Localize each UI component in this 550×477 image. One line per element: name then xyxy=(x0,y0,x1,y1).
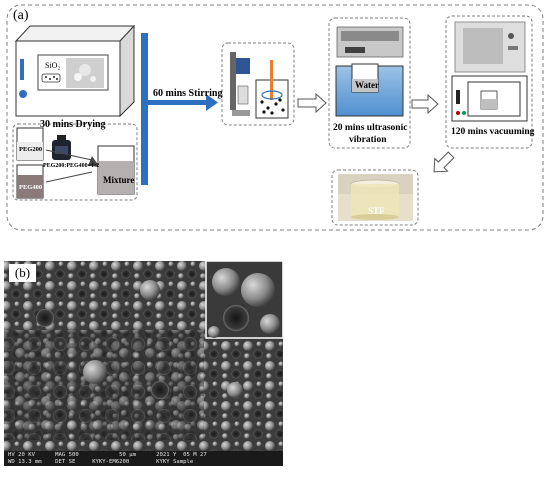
stf-photo-icon xyxy=(338,174,413,221)
stirred-beaker-icon xyxy=(255,60,289,119)
mixture-beaker-icon xyxy=(97,145,135,195)
peg-ratio-label: PEG200:PEG400=1:2 xyxy=(43,163,100,169)
vacuum-box xyxy=(445,15,533,149)
ultrasonic-box xyxy=(328,17,411,149)
stf-label: STF xyxy=(368,206,385,216)
panel-b-label: (b) xyxy=(9,264,36,282)
sio2-label: SiO₂ xyxy=(45,61,61,70)
arrow-to-vacuum-icon xyxy=(411,93,439,115)
sem-inset-image xyxy=(205,260,284,339)
stirrer-device-icon xyxy=(230,52,250,116)
peg200-beaker-icon xyxy=(16,127,44,161)
arrow-to-ultrasonic-icon xyxy=(297,92,327,114)
ultrasonic-cleaner-icon xyxy=(336,26,404,58)
arrow-to-stf-icon xyxy=(433,151,455,173)
sio2-particles-icon xyxy=(41,58,104,88)
ultrasonic-label-line2: vibration xyxy=(349,135,387,145)
vacuum-oven-diagram-icon xyxy=(451,75,528,122)
sem-info-line1: HV 20 KV MAG 500 50 μm 2021 Y 05 M 27 xyxy=(8,452,207,458)
water-bath-icon xyxy=(335,63,404,117)
sem-info-bar xyxy=(4,451,283,466)
peg-mixing-box xyxy=(12,123,138,201)
vacuum-oven-photo-icon xyxy=(454,21,526,73)
stirring-arrow-icon xyxy=(141,33,218,185)
sem-info-line2: WD 13.3 mm DET SE KYKY-EM6200 KYKY Sampl… xyxy=(8,459,194,465)
vacuum-label: 120 mins vacuuming xyxy=(451,127,535,137)
reagent-bottle-icon xyxy=(52,135,71,160)
ultrasonic-label-line1: 20 mins ultrasonic xyxy=(333,123,408,133)
panel-a-graphics xyxy=(6,4,544,231)
drying-oven-icon xyxy=(14,24,136,118)
peg400-label: PEG400 xyxy=(19,184,43,191)
drying-label: 30 mins Drying xyxy=(40,119,106,130)
panel-a-frame xyxy=(6,4,544,231)
peg200-label: PEG200 xyxy=(19,146,43,153)
panel-a-label: (a) xyxy=(13,8,29,23)
stirring-box xyxy=(221,42,295,126)
stirring-label: 60 mins Stirring xyxy=(153,88,223,99)
peg400-beaker-icon xyxy=(16,164,44,199)
mixture-label: Mixture xyxy=(103,175,135,185)
stf-box xyxy=(331,169,419,226)
water-label: Water xyxy=(355,80,379,90)
